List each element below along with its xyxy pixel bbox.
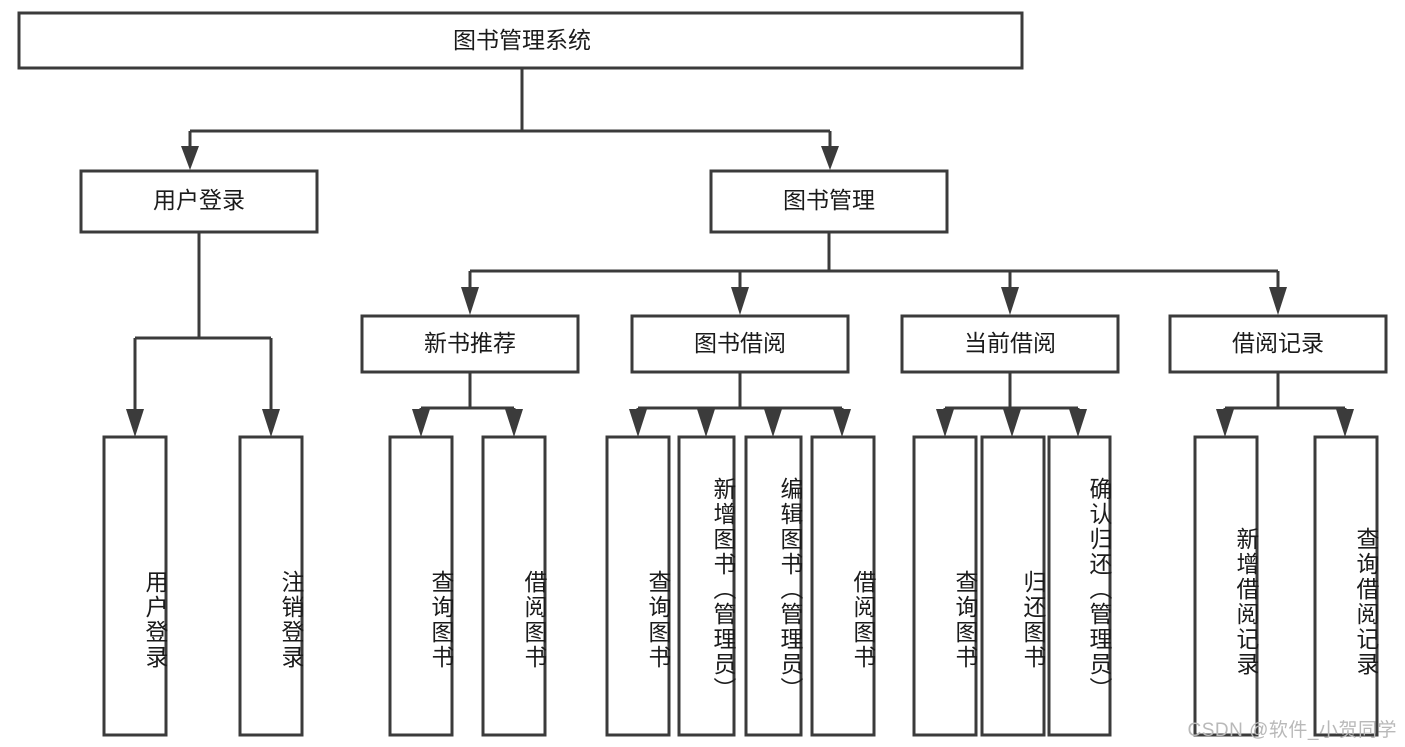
- node-new-book-recommend[interactable]: 新书推荐: [360, 314, 580, 374]
- node-book-borrow[interactable]: 图书借阅: [630, 314, 850, 374]
- arrow-head-leaf-borrow-book-2: [833, 409, 851, 437]
- leaf-box-borrow-book-1[interactable]: [481, 435, 547, 737]
- arrow-head-leaf-query-book-2: [629, 409, 647, 437]
- arrow-head-new-book-recommend: [461, 287, 479, 315]
- node-borrow-record-label: 借阅记录: [1232, 330, 1324, 356]
- leaf-box-query-book-3[interactable]: [912, 435, 978, 737]
- node-book-management[interactable]: 图书管理: [709, 169, 949, 234]
- node-root-box[interactable]: [17, 11, 1024, 70]
- connector-group-current-borrow-to-leaves: [936, 372, 1087, 437]
- arrow-head-leaf-add-record: [1216, 409, 1234, 437]
- arrow-head-leaf-borrow-book-1: [505, 409, 523, 437]
- leaf-box-edit-book[interactable]: [744, 435, 803, 737]
- node-new-book-recommend-label: 新书推荐: [424, 330, 516, 356]
- connector-group-new-book-recommend-to-leaves: [412, 372, 523, 437]
- arrow-head-leaf-return-book: [1003, 409, 1021, 437]
- arrow-head-leaf-query-record: [1336, 409, 1354, 437]
- arrow-head-book-borrow: [731, 287, 749, 315]
- leaf-box-user-login[interactable]: [102, 435, 168, 737]
- leaf-box-borrow-book-2[interactable]: [810, 435, 876, 737]
- leaf-box-query-record[interactable]: [1313, 435, 1379, 737]
- connector-group-borrow-record-to-leaves: [1216, 372, 1354, 437]
- connector-group-book-management-to-level3: [461, 232, 1287, 315]
- leaf-box-add-record[interactable]: [1193, 435, 1259, 737]
- leaf-box-query-book-1[interactable]: [388, 435, 454, 737]
- node-user-login[interactable]: 用户登录: [79, 169, 319, 234]
- arrow-head-leaf-user-login: [126, 409, 144, 437]
- leaf-box-query-book-2[interactable]: [605, 435, 671, 737]
- node-current-borrow-box[interactable]: [900, 314, 1120, 374]
- connector-group-book-borrow-to-leaves: [629, 372, 851, 437]
- node-user-login-box[interactable]: [79, 169, 319, 234]
- connector-group-root-to-level2: [181, 68, 839, 170]
- node-book-borrow-box[interactable]: [630, 314, 850, 374]
- node-borrow-record-box[interactable]: [1168, 314, 1388, 374]
- arrow-head-current-borrow: [1001, 287, 1019, 315]
- connector-group-user-login-to-leaves: [126, 232, 280, 437]
- arrow-head-user-login: [181, 146, 199, 170]
- node-new-book-recommend-box[interactable]: [360, 314, 580, 374]
- arrow-head-leaf-add-book: [697, 409, 715, 437]
- leaf-box-confirm-return[interactable]: [1047, 435, 1112, 737]
- leaf-box-logout-login[interactable]: [238, 435, 304, 737]
- node-book-borrow-label: 图书借阅: [694, 330, 786, 356]
- arrow-head-leaf-query-book-1: [412, 409, 430, 437]
- csdn-watermark: CSDN @软件_小贺同学: [1187, 720, 1397, 741]
- arrow-head-borrow-record: [1269, 287, 1287, 315]
- arrow-head-leaf-query-book-3: [936, 409, 954, 437]
- leaf-box-add-book[interactable]: [677, 435, 736, 737]
- node-current-borrow-label: 当前借阅: [964, 330, 1056, 356]
- node-user-login-label: 用户登录: [153, 187, 245, 213]
- leaf-box-return-book[interactable]: [980, 435, 1046, 737]
- node-root[interactable]: 图书管理系统: [17, 11, 1024, 70]
- node-root-label: 图书管理系统: [453, 27, 591, 53]
- arrow-head-leaf-edit-book: [764, 409, 782, 437]
- leaf-boxes: [102, 435, 1379, 737]
- arrow-head-book-management: [821, 146, 839, 170]
- arrow-head-leaf-confirm-return: [1069, 409, 1087, 437]
- arrow-head-leaf-logout-login: [262, 409, 280, 437]
- node-borrow-record[interactable]: 借阅记录: [1168, 314, 1388, 374]
- node-book-management-label: 图书管理: [783, 187, 875, 213]
- node-book-management-box[interactable]: [709, 169, 949, 234]
- node-current-borrow[interactable]: 当前借阅: [900, 314, 1120, 374]
